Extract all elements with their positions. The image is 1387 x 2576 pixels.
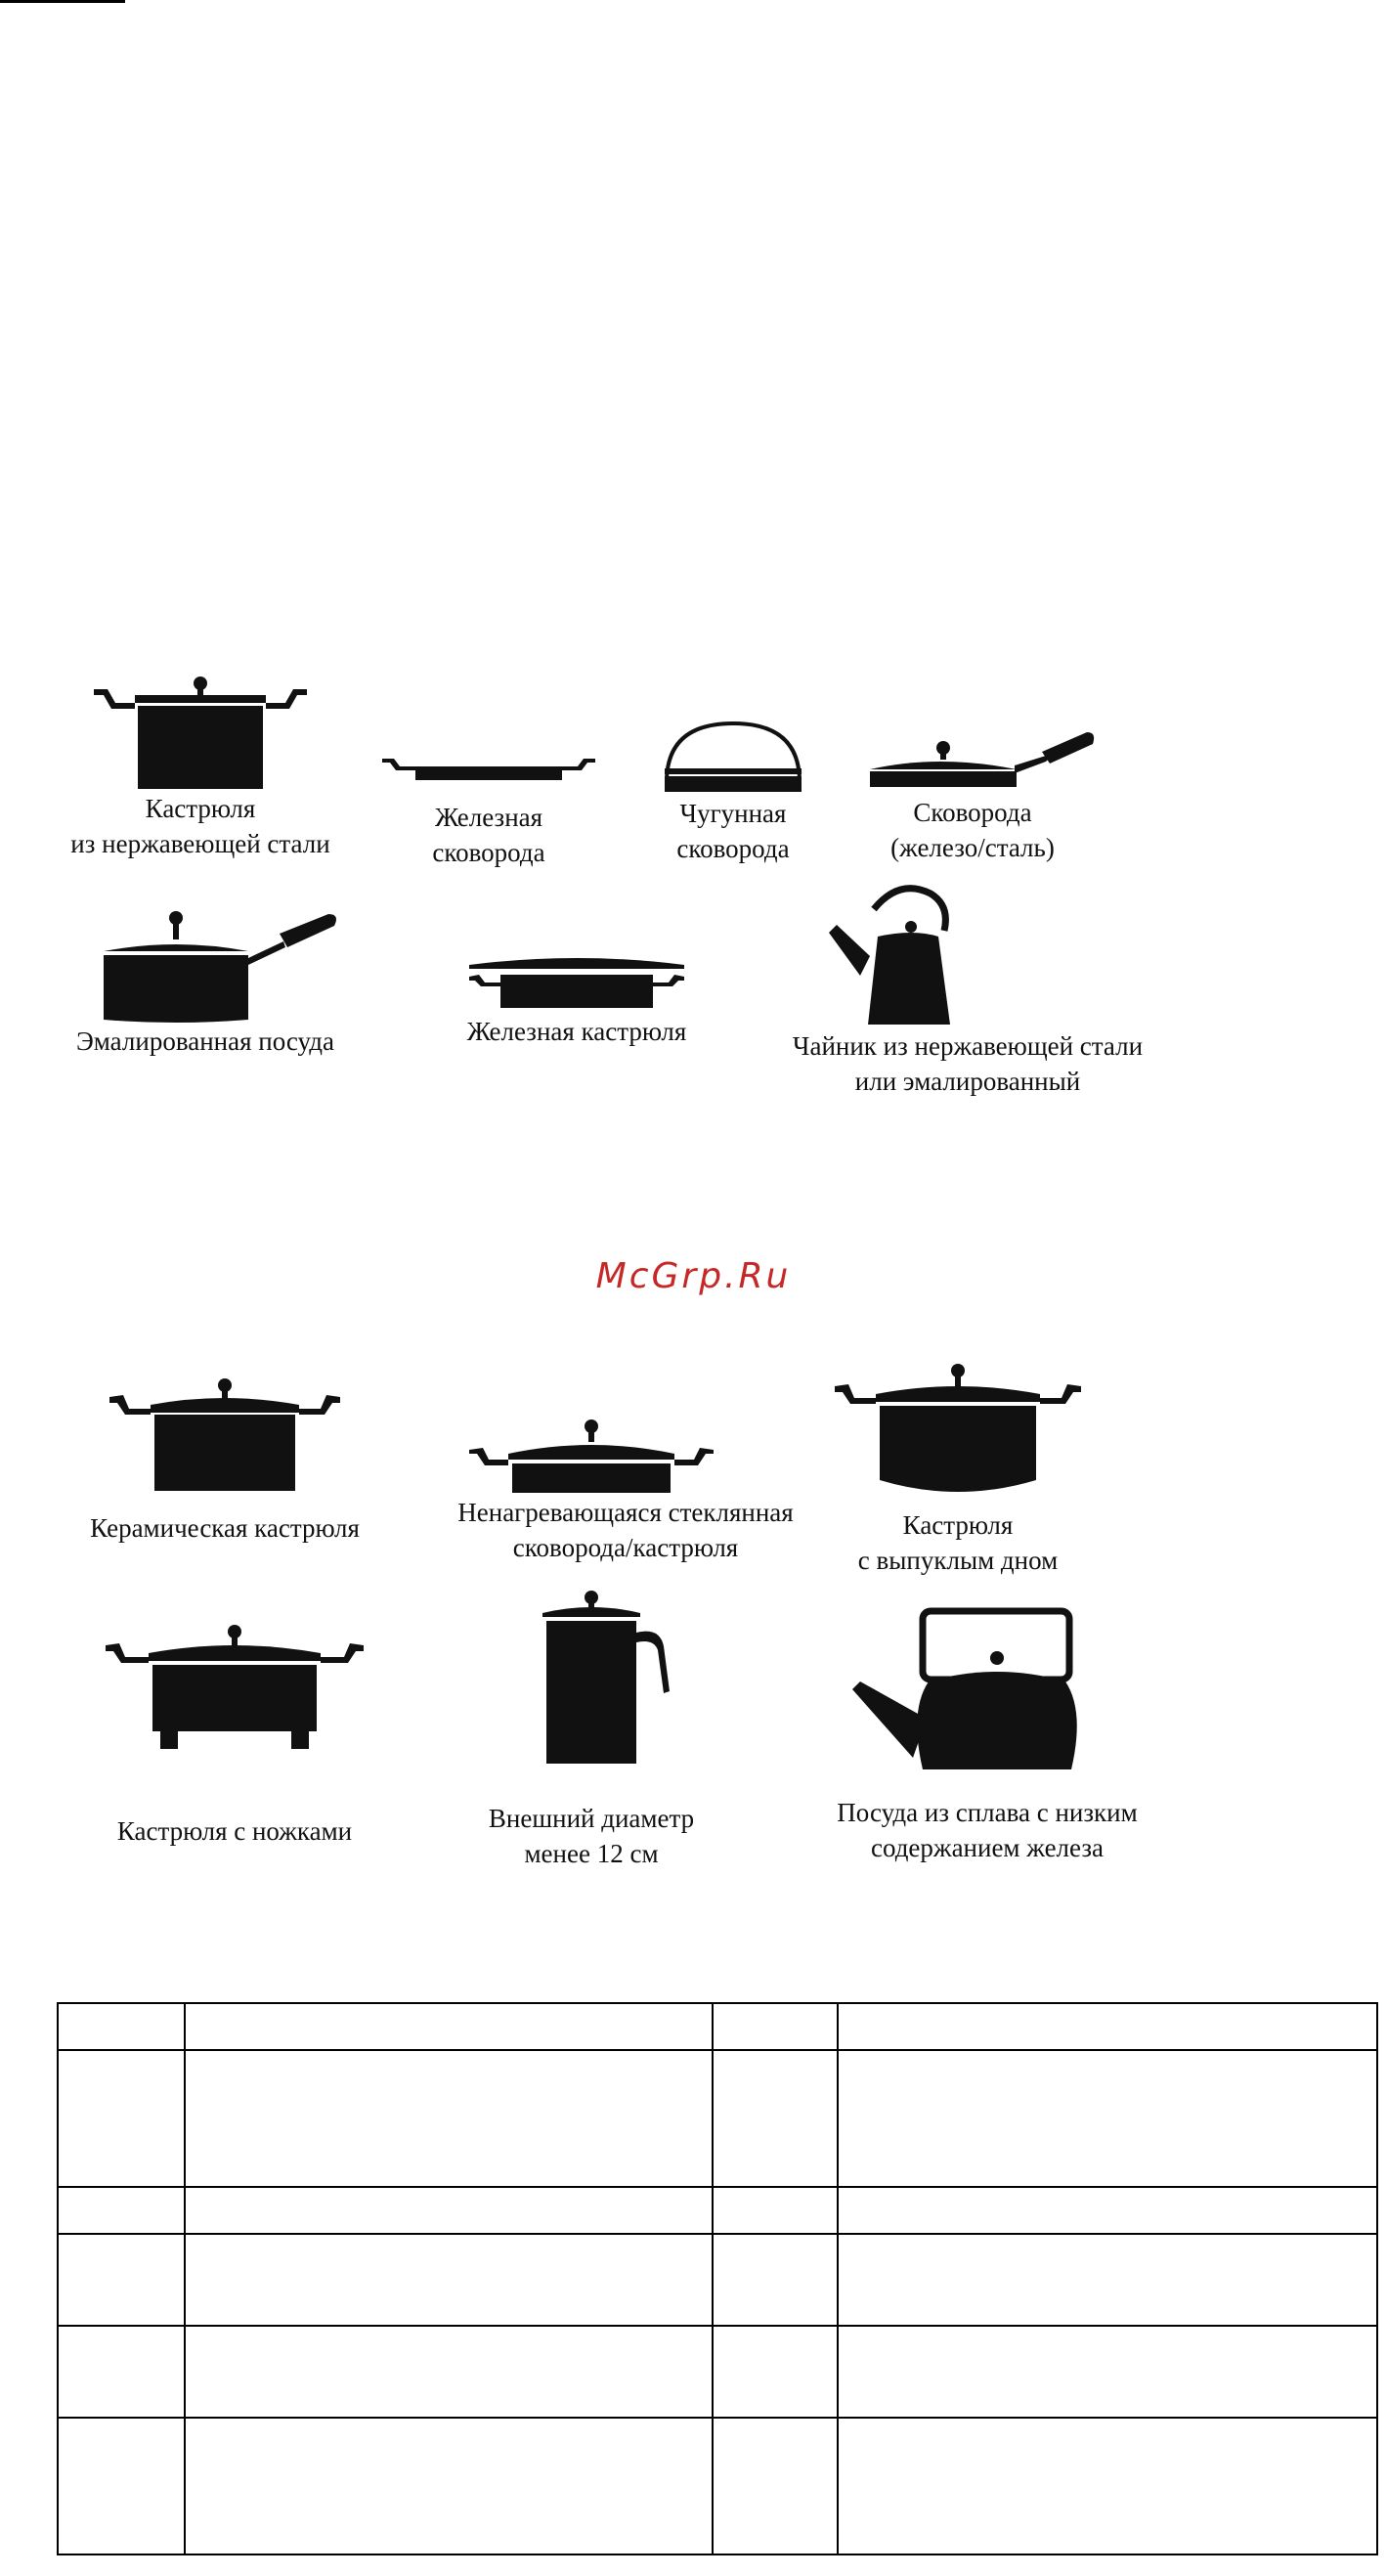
cookware-kettle: Чайник из нержавеющей стали или эмалиров… xyxy=(743,880,1192,1110)
caption-line: Кастрюля xyxy=(145,794,256,823)
narrow-jug-icon xyxy=(542,1591,670,1764)
iron-casserole-icon xyxy=(469,958,684,1008)
kettle-icon xyxy=(829,885,950,1025)
table-cell xyxy=(57,2186,186,2235)
table-cell xyxy=(184,2233,714,2327)
cookware-stainless-pot: Кастрюля из нержавеющей стали xyxy=(39,670,362,880)
caption-line: Кастрюля xyxy=(902,1510,1014,1540)
caption-line: из нержавеющей стали xyxy=(70,829,330,858)
cookware-low-iron-alloy: Посуда из сплава с низким содержанием же… xyxy=(782,1603,1192,1887)
table-cell xyxy=(712,2002,839,2051)
cookware-iron-casserole: Железная кастрюля xyxy=(430,953,723,1056)
caption-line: Чайник из нержавеющей стали xyxy=(792,1031,1144,1061)
table-cell xyxy=(57,2049,186,2188)
cookware-convex-pot: Кастрюля с выпуклым дном xyxy=(821,1359,1095,1594)
caption-line: Железная кастрюля xyxy=(466,1017,687,1046)
table-cell xyxy=(837,2417,1378,2555)
caption-line: сковорода/кастрюля xyxy=(512,1533,739,1562)
header-rule xyxy=(0,0,125,3)
table-cell xyxy=(712,2325,839,2419)
caption-line: Внешний диаметр xyxy=(488,1804,695,1833)
caption-line: менее 12 см xyxy=(524,1839,659,1868)
steel-frying-pan-icon xyxy=(870,732,1095,787)
cookware-enamel: Эмалированная посуда xyxy=(39,904,371,1070)
stainless-pot-icon xyxy=(94,677,307,789)
cookware-small-diameter: Внешний диаметр менее 12 см xyxy=(445,1584,738,1877)
specification-table xyxy=(57,2002,1378,2555)
table-cell xyxy=(712,2233,839,2327)
caption-line: Керамическая кастрюля xyxy=(90,1513,360,1543)
watermark: McGrp.Ru xyxy=(595,1256,792,1296)
table-cell xyxy=(712,2186,839,2235)
caption-line: Сковорода xyxy=(913,798,1032,827)
cookware-ceramic-pot: Керамическая кастрюля xyxy=(49,1374,401,1554)
table-cell xyxy=(837,2002,1378,2051)
table-cell xyxy=(57,2417,186,2555)
table-cell xyxy=(184,2417,714,2555)
ceramic-pot-icon xyxy=(109,1378,340,1491)
table-cell xyxy=(837,2049,1378,2188)
table-cell xyxy=(712,2049,839,2188)
table-row xyxy=(57,2186,1378,2235)
caption-line: сковорода xyxy=(676,834,790,863)
table-cell xyxy=(184,2049,714,2188)
table-cell xyxy=(57,2002,186,2051)
caption-line: Эмалированная посуда xyxy=(75,1026,335,1056)
caption-line: Посуда из сплава с низким xyxy=(837,1798,1138,1827)
table-cell xyxy=(837,2325,1378,2419)
table-cell xyxy=(712,2417,839,2555)
cookware-steel-pan: Сковорода (железо/сталь) xyxy=(850,719,1095,873)
table-cell xyxy=(184,2002,714,2051)
caption-line: Чугунная xyxy=(679,799,787,828)
legged-pot-icon xyxy=(106,1625,364,1749)
cast-iron-pan-icon xyxy=(665,720,802,792)
caption-line: (железо/сталь) xyxy=(890,833,1055,862)
glass-pan-icon xyxy=(469,1419,714,1493)
table-cell xyxy=(184,2186,714,2235)
cookware-iron-pan: Железная сковорода xyxy=(376,743,601,880)
caption-line: с выпуклым дном xyxy=(857,1546,1059,1575)
table-cell xyxy=(837,2186,1378,2235)
table-cell xyxy=(184,2325,714,2419)
cookware-glass-pan: Ненагревающаяся стеклянная сковорода/кас… xyxy=(401,1413,850,1579)
table-row xyxy=(57,2049,1378,2188)
enamel-saucepan-icon xyxy=(104,911,336,1023)
teapot-icon xyxy=(852,1607,1077,1769)
table-cell xyxy=(57,2233,186,2327)
table-cell xyxy=(57,2325,186,2419)
convex-bottom-pot-icon xyxy=(835,1364,1081,1492)
table-row xyxy=(57,2002,1378,2051)
table-cell xyxy=(837,2233,1378,2327)
table-row xyxy=(57,2417,1378,2555)
caption-line: Кастрюля с ножками xyxy=(116,1816,353,1846)
caption-line: сковорода xyxy=(432,838,545,867)
table-row xyxy=(57,2233,1378,2327)
caption-line: содержанием железа xyxy=(870,1833,1104,1862)
iron-frying-pan-icon xyxy=(382,759,595,780)
cookware-legged-pot: Кастрюля с ножками xyxy=(78,1618,391,1862)
caption-line: Ненагревающаяся стеклянная xyxy=(457,1498,794,1527)
caption-line: или эмалированный xyxy=(854,1067,1081,1096)
caption-line: Железная xyxy=(434,803,543,832)
table-row xyxy=(57,2325,1378,2419)
cookware-cast-iron-pan: Чугунная сковорода xyxy=(635,712,831,873)
